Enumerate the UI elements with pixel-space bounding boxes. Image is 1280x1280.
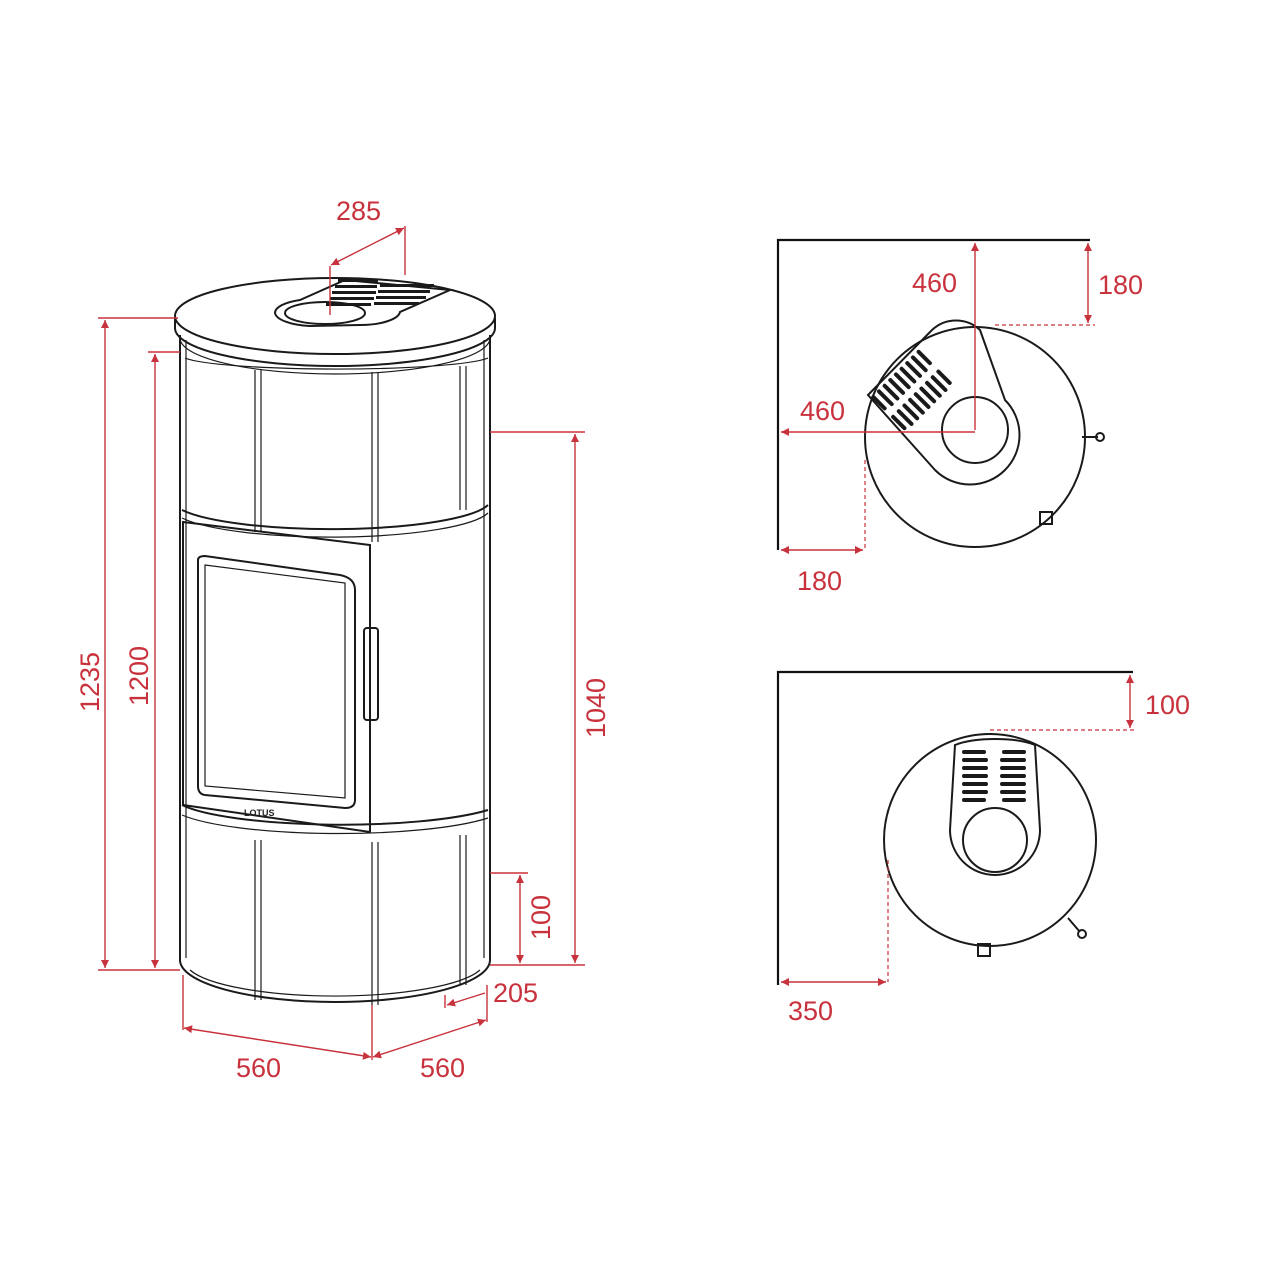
door-handle-top <box>1095 432 1105 442</box>
dim-label-180-back: 180 <box>1098 270 1143 300</box>
dim-line-560-left <box>183 1025 372 1060</box>
corner-installation-plan: 460 180 460 180 <box>776 238 1143 596</box>
dim-label-205: 205 <box>493 978 538 1008</box>
air-grille <box>326 279 434 306</box>
dim-label-460-vertical: 460 <box>912 268 957 298</box>
door-glass <box>197 554 356 810</box>
dim-label-350: 350 <box>788 996 833 1026</box>
flue-plate <box>948 738 1042 876</box>
foot-icon <box>1039 511 1053 525</box>
wall-installation-plan: 100 350 <box>776 670 1190 1026</box>
dim-label-1200: 1200 <box>124 646 154 706</box>
stove-body <box>179 335 491 1003</box>
foot-icon <box>977 943 991 957</box>
dim-line-205 <box>446 992 486 1007</box>
door-handle[interactable] <box>363 627 379 721</box>
dim-line-560-right <box>372 1018 487 1059</box>
front-dimensions: 1235 1200 1040 100 205 560 560 285 <box>75 196 611 1083</box>
dim-label-180-side: 180 <box>797 566 842 596</box>
dim-label-560-left: 560 <box>236 1053 281 1083</box>
door-handle-top <box>1077 929 1087 939</box>
dim-line-285 <box>330 227 405 266</box>
corner-walls <box>776 238 1090 550</box>
dim-label-560-right: 560 <box>420 1053 465 1083</box>
dim-label-285: 285 <box>336 196 381 226</box>
stove-outline-top <box>883 733 1097 947</box>
air-grille <box>962 750 1026 802</box>
dim-label-1235: 1235 <box>75 652 105 712</box>
brand-logo: LOTUS <box>244 808 275 818</box>
flue-outlet <box>962 807 1028 873</box>
top-plate <box>174 277 496 355</box>
flue-plate <box>866 319 1021 486</box>
dim-label-460-horizontal: 460 <box>800 396 845 426</box>
flue-outlet-plate <box>273 278 454 328</box>
stove-front-view: LOTUS <box>174 277 496 1005</box>
walls <box>776 670 1133 985</box>
dim-label-100: 100 <box>1145 690 1190 720</box>
dim-label-100: 100 <box>526 895 556 940</box>
stove-door[interactable] <box>182 520 371 834</box>
air-grille <box>871 349 952 431</box>
flue-outlet <box>284 301 366 325</box>
dim-label-1040: 1040 <box>581 678 611 738</box>
